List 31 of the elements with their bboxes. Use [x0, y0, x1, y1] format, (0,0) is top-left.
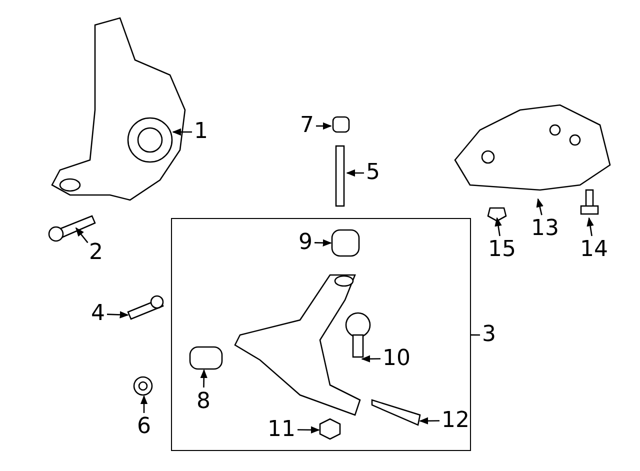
- leader-line: [494, 217, 502, 236]
- leader-line: [106, 311, 129, 318]
- callout-number: 13: [531, 217, 559, 241]
- leader-line: [75, 227, 88, 244]
- leader-line: [536, 198, 544, 216]
- callout-number: 10: [382, 346, 410, 370]
- leader-line: [172, 128, 192, 136]
- leader-line: [346, 169, 364, 177]
- callout-number: 14: [580, 238, 608, 262]
- group-frame: [171, 218, 471, 451]
- callout-number: 11: [268, 418, 296, 442]
- callout-number: 2: [89, 241, 103, 265]
- callout-number: 8: [196, 390, 210, 414]
- callout-number: 3: [482, 323, 496, 347]
- callout-number: 15: [488, 238, 516, 262]
- callout-number: 7: [300, 114, 314, 138]
- leader-line: [314, 239, 332, 246]
- callout-number: 12: [442, 408, 470, 432]
- leader-line: [298, 426, 320, 434]
- callout-number: 1: [194, 120, 208, 144]
- leader-line: [200, 369, 208, 388]
- leader-line: [140, 395, 148, 413]
- callout-number: 6: [137, 415, 151, 439]
- callout-number: 4: [91, 302, 105, 326]
- callout-number: 9: [298, 230, 312, 254]
- leader-line: [361, 355, 380, 363]
- leader-line: [419, 417, 440, 425]
- leader-line: [316, 122, 332, 130]
- callout-number: 5: [366, 161, 380, 185]
- leader-line: [586, 217, 594, 236]
- leader-line: [471, 334, 480, 336]
